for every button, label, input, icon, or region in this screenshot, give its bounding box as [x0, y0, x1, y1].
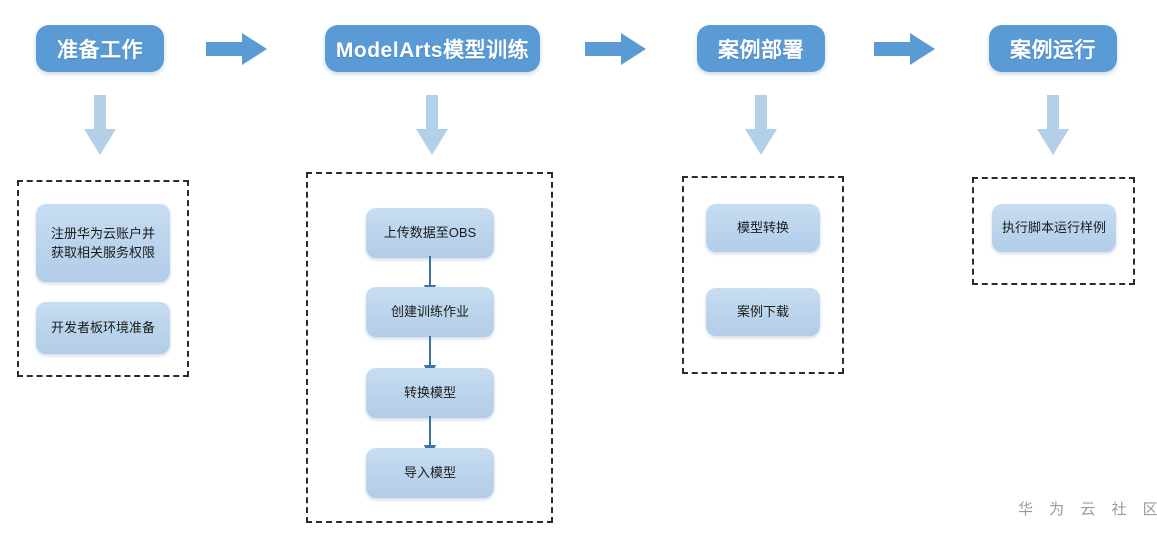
watermark-huawei-cloud-community: 华 为 云 社 区: [1018, 501, 1157, 518]
node-case-download[interactable]: 案例下载: [706, 288, 820, 336]
node-run-sample-script[interactable]: 执行脚本运行样例: [992, 204, 1116, 252]
flow-arrow-right-icon-1: [206, 32, 268, 66]
stage-pill-case-deployment[interactable]: 案例部署: [697, 25, 825, 72]
stage-pill-label: 准备工作: [57, 38, 143, 62]
down-arrow-preparation: [83, 95, 117, 157]
down-arrow-case-running: [1036, 95, 1070, 157]
node-label: 转换模型: [403, 385, 456, 401]
node-label: 案例下载: [736, 304, 789, 320]
node-import-model[interactable]: 导入模型: [366, 448, 494, 498]
node-model-conversion[interactable]: 模型转换: [706, 204, 820, 252]
flow-arrow-right-icon-3: [874, 32, 936, 66]
node-label: 模型转换: [736, 220, 789, 236]
stage-pill-label: ModelArts模型训练: [335, 38, 530, 62]
node-upload-data-obs[interactable]: 上传数据至OBS: [366, 208, 494, 258]
node-convert-model[interactable]: 转换模型: [366, 368, 494, 418]
node-label: 执行脚本运行样例: [1001, 220, 1106, 236]
down-arrow-modelarts-training: [415, 95, 449, 157]
node-label: 注册华为云账户并 获取相关服务权限: [50, 225, 155, 261]
group-box-case-running: [972, 177, 1135, 285]
group-box-preparation: [17, 180, 189, 377]
stage-pill-preparation[interactable]: 准备工作: [36, 25, 164, 72]
node-label: 开发者板环境准备: [50, 320, 155, 336]
node-register-huawei-cloud[interactable]: 注册华为云账户并 获取相关服务权限: [36, 204, 170, 282]
group-box-modelarts-training: [306, 172, 553, 523]
node-label: 创建训练作业: [390, 304, 469, 320]
node-devboard-env[interactable]: 开发者板环境准备: [36, 302, 170, 354]
stage-pill-modelarts-training[interactable]: ModelArts模型训练: [325, 25, 540, 72]
stage-pill-label: 案例部署: [718, 38, 804, 62]
stage-pill-label: 案例运行: [1010, 38, 1096, 62]
node-label: 导入模型: [403, 465, 456, 481]
stage-pill-case-running[interactable]: 案例运行: [989, 25, 1117, 72]
down-arrow-case-deployment: [744, 95, 778, 157]
flow-arrow-right-icon-2: [585, 32, 647, 66]
node-create-training-job[interactable]: 创建训练作业: [366, 287, 494, 337]
node-label: 上传数据至OBS: [383, 225, 477, 241]
group-box-case-deployment: [682, 176, 844, 374]
